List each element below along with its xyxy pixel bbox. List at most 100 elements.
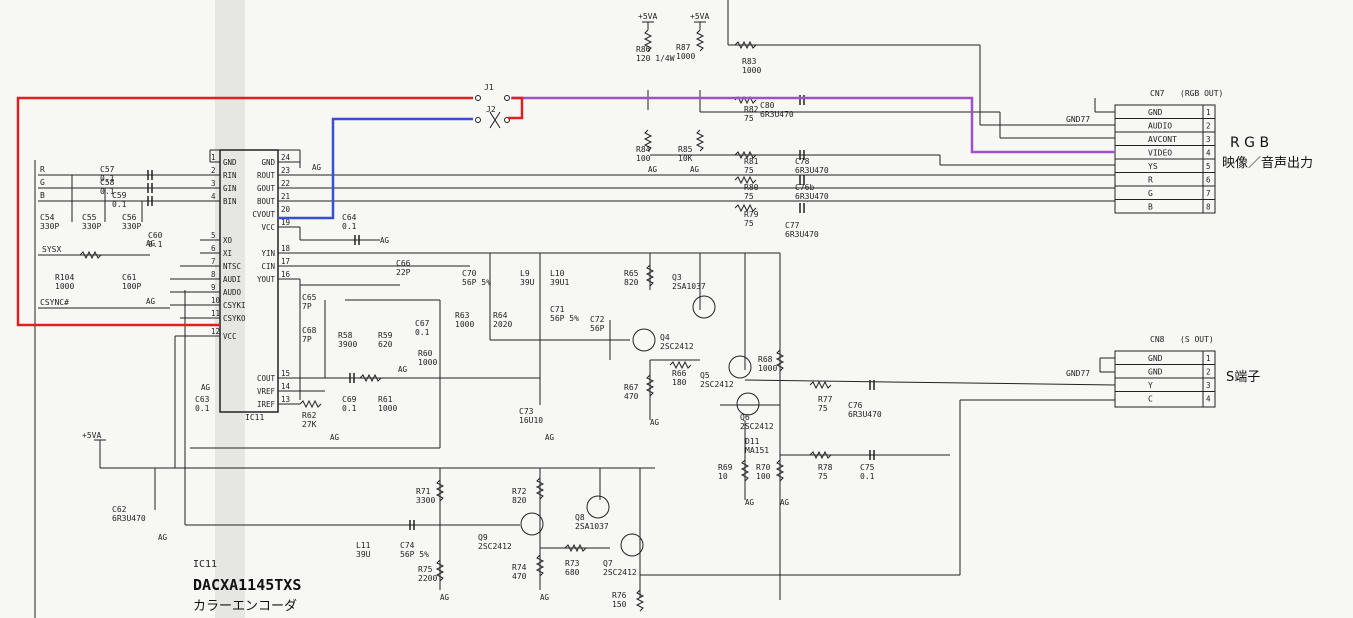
component-value: 2SC2412 xyxy=(700,380,734,389)
ic-pin-number-right: 18 xyxy=(281,244,291,253)
ic-right-wiring xyxy=(190,150,1115,449)
jumper-j2-label: J2 xyxy=(486,105,496,114)
cn8-ref: CN8 xyxy=(1150,335,1165,344)
component-value: 0.1 xyxy=(112,200,127,209)
component-value: 820 xyxy=(512,496,527,505)
component-value: 330P xyxy=(122,222,141,231)
ic-pin-name-left: AUDI xyxy=(223,275,241,284)
component-ref: R76 xyxy=(612,591,627,600)
component-value: 180 xyxy=(672,378,687,387)
component-value: 0.1 xyxy=(148,240,163,249)
cn7-pin-name: GND xyxy=(1148,108,1163,117)
component-ref: C80 xyxy=(760,101,775,110)
component-ref: C63 xyxy=(195,395,210,404)
component-ref: C68 xyxy=(302,326,317,335)
cn7-pin-number: 5 xyxy=(1206,162,1211,171)
component-value: 6R3U470 xyxy=(795,192,829,201)
component-ref: C76 xyxy=(848,401,863,410)
cn7-pin-number: 2 xyxy=(1206,122,1211,131)
ic-pin-name-left: XO xyxy=(223,236,233,245)
component-value: 6R3U470 xyxy=(795,166,829,175)
cn8-pin-name: Y xyxy=(1148,381,1153,390)
ic-pin-name-left: AUDO xyxy=(223,288,242,297)
component-value: 1000 xyxy=(455,320,474,329)
cn8-pin-number: 3 xyxy=(1206,381,1211,390)
component-value: 6R3U470 xyxy=(785,230,819,239)
component-ref: L11 xyxy=(356,541,371,550)
ic-pin-name-left: XI xyxy=(223,249,232,258)
cn8-pin-number: 2 xyxy=(1206,368,1211,377)
ic-pin-number-right: 13 xyxy=(281,395,290,404)
ic-pin-name-left: NTSC xyxy=(223,262,241,271)
component-ref: R82 xyxy=(744,105,759,114)
component-ref: Q4 xyxy=(660,333,670,342)
ic-pin-number-left: 9 xyxy=(211,283,216,292)
ic-pin-number-right: 24 xyxy=(281,153,291,162)
ground-symbol-label: AG xyxy=(312,163,322,172)
component-ref: R72 xyxy=(512,487,527,496)
component-ref: R78 xyxy=(818,463,833,472)
ic-pin-number-right: 19 xyxy=(281,218,290,227)
component-ref: R84 xyxy=(636,145,651,154)
capacitor-symbols xyxy=(147,95,875,530)
component-ref: R85 xyxy=(678,145,693,154)
component-ref: C54 xyxy=(40,213,55,222)
ic-pin-name-right: VCC xyxy=(261,223,275,232)
component-ref: R65 xyxy=(624,269,639,278)
ic11-bottom-label: IC11 xyxy=(245,413,264,422)
jumper-j1-label: J1 xyxy=(484,83,494,92)
power-symbols xyxy=(94,21,706,448)
cn7-gnd-label: GND77 xyxy=(1066,115,1090,124)
red-jumper-link xyxy=(508,96,524,120)
component-ref: R87 xyxy=(676,43,691,52)
component-ref: R83 xyxy=(742,57,757,66)
ic-pin-number-left: 7 xyxy=(211,257,216,266)
ic11-description: カラーエンコーダ xyxy=(193,599,297,614)
component-value: 56P 5% xyxy=(550,314,579,323)
component-ref: C75 xyxy=(860,463,875,472)
ground-symbol-label: AG xyxy=(780,498,790,507)
component-ref: R67 xyxy=(624,383,639,392)
ic-pin-number-left: 8 xyxy=(211,270,216,279)
component-value: 100 xyxy=(756,472,771,481)
input-sysx-label: SYSX xyxy=(42,245,61,254)
component-value: 1000 xyxy=(676,52,695,61)
component-labels: C570.1C580.1C590.1C54330PC55330PC56330PC… xyxy=(40,43,882,609)
component-value: 1000 xyxy=(55,282,74,291)
component-value: 56P xyxy=(590,324,605,333)
component-ref: C57 xyxy=(100,165,115,174)
ic-pin-name-right: GND xyxy=(261,158,275,167)
ground-symbol-label: AG xyxy=(545,433,555,442)
component-ref: C66 xyxy=(396,259,411,268)
ic-pin-number-left: 2 xyxy=(211,166,216,175)
component-value: 10K xyxy=(678,154,693,163)
ic-pin-name-right: CIN xyxy=(261,262,275,271)
ic-pin-name-left: VCC xyxy=(223,332,237,341)
ic-pin-name-right: BOUT xyxy=(257,197,276,206)
ground-symbol-label: AG xyxy=(440,593,450,602)
component-ref: R86 xyxy=(636,45,651,54)
component-ref: R62 xyxy=(302,411,317,420)
ic-pin-number-left: 10 xyxy=(211,296,221,305)
ic-pin-name-left: BIN xyxy=(223,197,237,206)
component-value: 75 xyxy=(744,219,754,228)
component-ref: R81 xyxy=(744,157,759,166)
component-ref: C60 xyxy=(148,231,163,240)
component-ref: C62 xyxy=(112,505,127,514)
ic-pin-number-left: 4 xyxy=(211,192,216,201)
ic-pin-name-right: CVOUT xyxy=(252,210,275,219)
ic11-ref-label: IC11 xyxy=(193,559,217,570)
ic-pin-name-right: YIN xyxy=(261,249,275,258)
component-ref: R73 xyxy=(565,559,580,568)
cn7-pin-name: B xyxy=(1148,203,1153,212)
component-ref: C71 xyxy=(550,305,565,314)
input-b-label: B xyxy=(40,191,45,200)
component-value: 2SC2412 xyxy=(603,568,637,577)
component-ref: C77 xyxy=(785,221,800,230)
ic-pin-number-right: 20 xyxy=(281,205,291,214)
component-ref: C58 xyxy=(100,178,115,187)
ic-pin-number-right: 21 xyxy=(281,192,290,201)
cn7-title: (RGB OUT) xyxy=(1180,89,1223,98)
